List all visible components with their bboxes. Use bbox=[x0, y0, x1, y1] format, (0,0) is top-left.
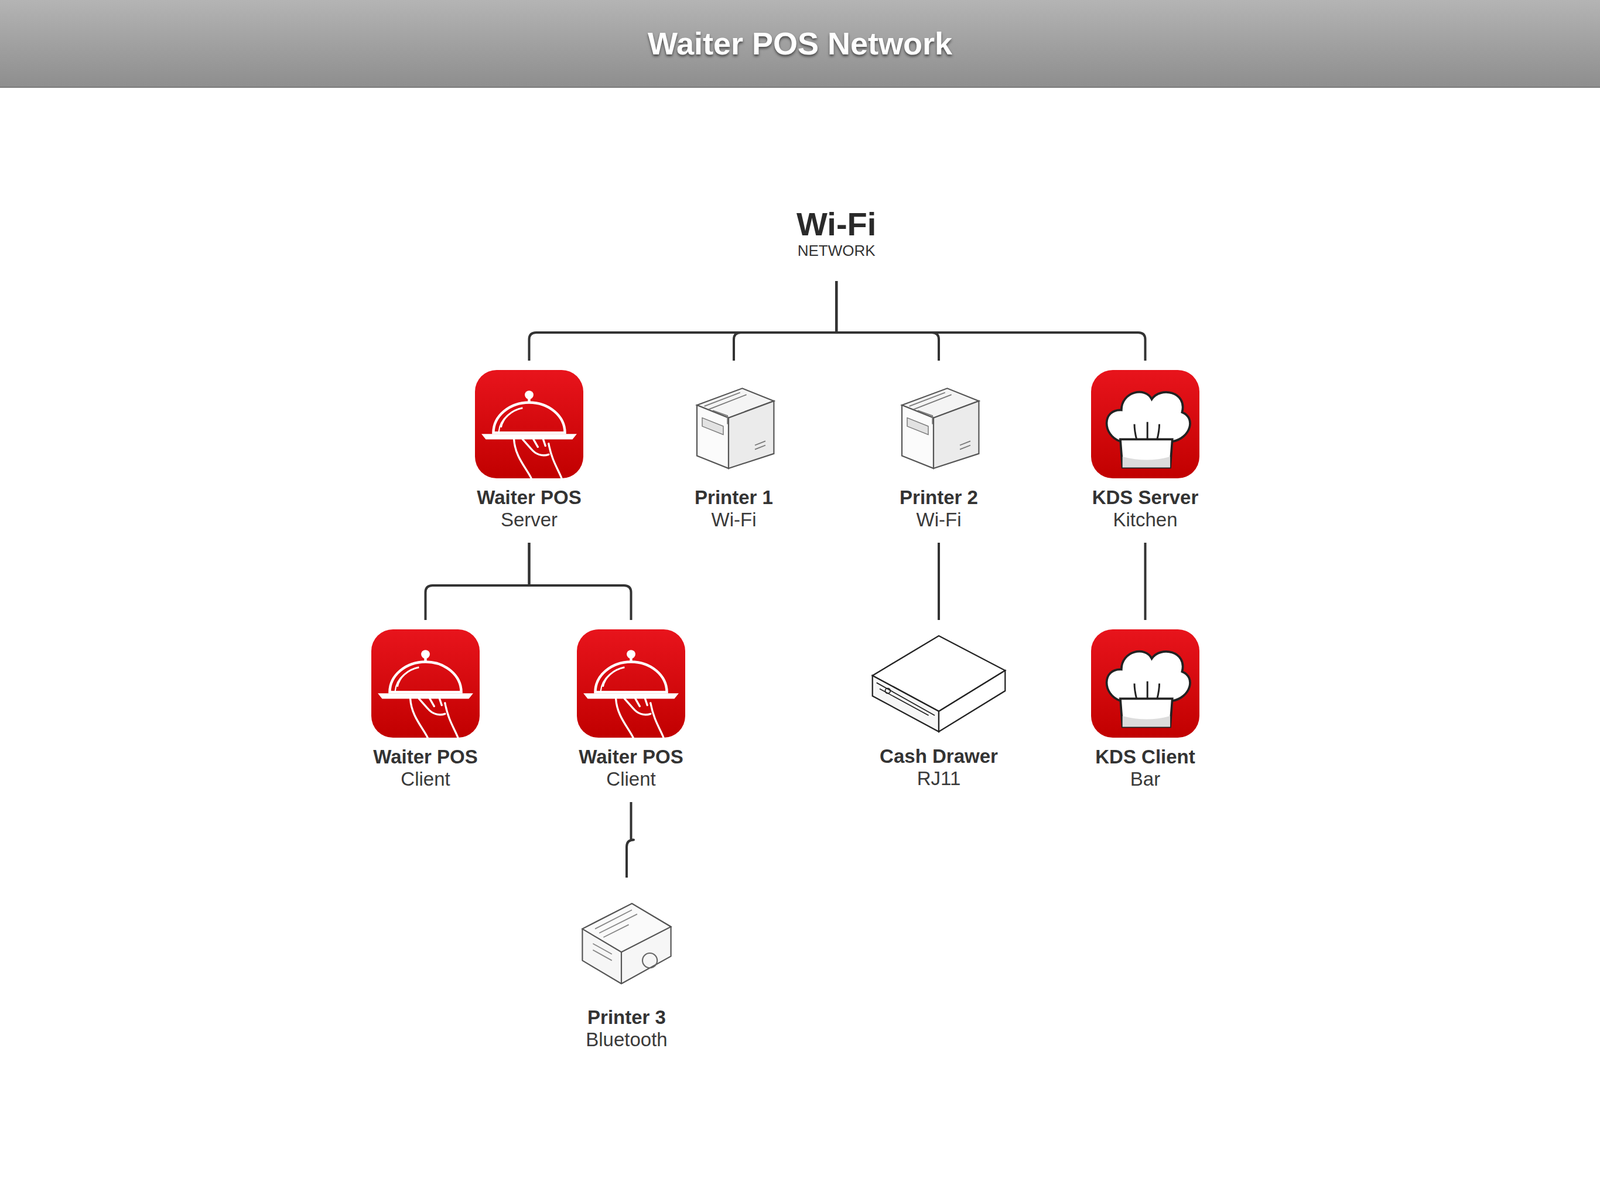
node-subtitle: Server bbox=[474, 508, 584, 532]
cloche-icon bbox=[474, 370, 584, 479]
node-name: Printer 2 bbox=[886, 486, 992, 509]
node-name: Waiter POS bbox=[371, 746, 480, 769]
network-link bbox=[529, 281, 837, 361]
diagram-title: Waiter POS Network bbox=[0, 0, 1600, 87]
node-subtitle: RJ11 bbox=[867, 767, 1011, 791]
node-name: Wi-Fi bbox=[796, 206, 877, 243]
node-name: Cash Drawer bbox=[867, 745, 1011, 768]
cash-drawer: Cash DrawerRJ11 bbox=[867, 629, 1011, 791]
node-name: Waiter POS bbox=[474, 486, 584, 509]
network-link bbox=[529, 542, 632, 621]
cloche-icon bbox=[576, 629, 686, 738]
node-name: KDS Server bbox=[1091, 486, 1200, 509]
network-link bbox=[733, 281, 837, 361]
printer-device: Printer 1Wi-Fi bbox=[681, 370, 787, 532]
node-name: KDS Client bbox=[1091, 746, 1200, 769]
mobile-icon bbox=[573, 887, 680, 999]
kds-app: KDS ClientBar bbox=[1091, 629, 1200, 791]
network-link bbox=[626, 802, 634, 878]
node-subtitle: NETWORK bbox=[796, 242, 877, 259]
node-name: Waiter POS bbox=[576, 746, 686, 769]
drawer-icon bbox=[867, 629, 1011, 738]
network-hub: Wi-FiNETWORK bbox=[796, 206, 877, 259]
printer-icon bbox=[681, 370, 787, 479]
title-bar: Waiter POS Network bbox=[0, 0, 1600, 88]
hat-icon bbox=[1091, 629, 1200, 738]
printer-icon bbox=[886, 370, 992, 479]
node-subtitle: Client bbox=[576, 768, 686, 791]
network-link bbox=[836, 281, 939, 361]
cloche-icon bbox=[371, 629, 480, 738]
node-name: Printer 1 bbox=[681, 486, 787, 509]
kds-app: KDS ServerKitchen bbox=[1091, 370, 1200, 532]
network-link bbox=[836, 281, 1145, 361]
client-app: Waiter POSClient bbox=[576, 629, 686, 791]
bluetooth-printer: Printer 3Bluetooth bbox=[573, 887, 680, 1052]
node-subtitle: Kitchen bbox=[1091, 508, 1200, 532]
node-subtitle: Wi-Fi bbox=[886, 508, 992, 532]
network-link bbox=[425, 542, 530, 621]
client-app: Waiter POSClient bbox=[371, 629, 480, 791]
node-subtitle: Client bbox=[371, 768, 480, 791]
network-link bbox=[937, 542, 940, 621]
printer-device: Printer 2Wi-Fi bbox=[886, 370, 992, 532]
hat-icon bbox=[1091, 370, 1200, 479]
node-subtitle: Bar bbox=[1091, 768, 1200, 791]
node-subtitle: Wi-Fi bbox=[681, 508, 787, 532]
node-name: Printer 3 bbox=[573, 1006, 680, 1029]
server-app: Waiter POSServer bbox=[474, 370, 584, 532]
node-subtitle: Bluetooth bbox=[573, 1028, 680, 1052]
network-link bbox=[1144, 542, 1147, 621]
